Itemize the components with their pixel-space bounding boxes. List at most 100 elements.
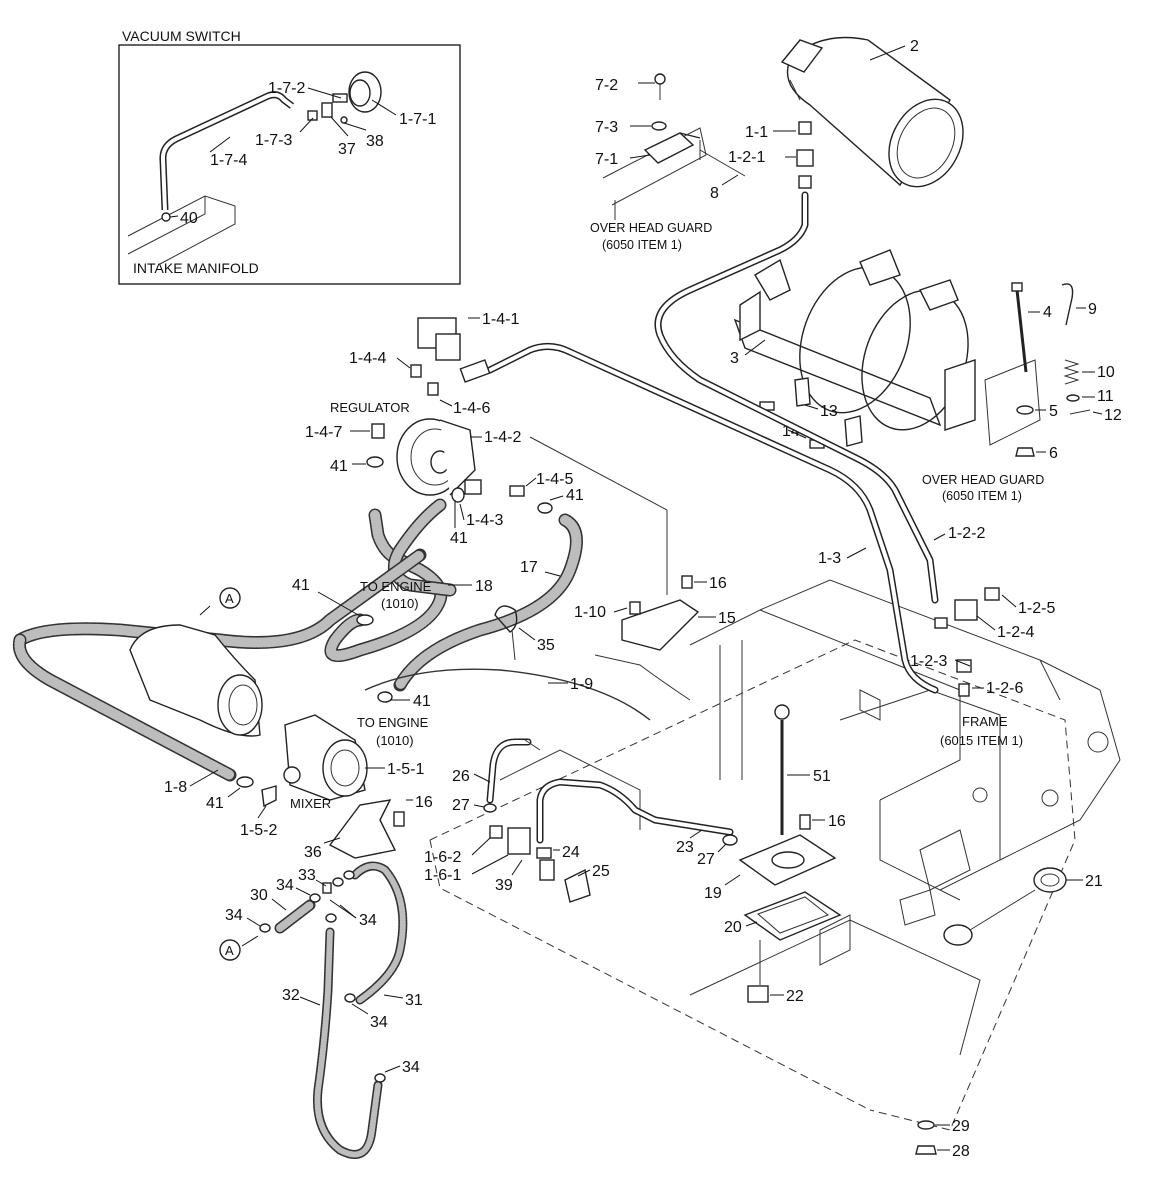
callout-1-4-3: 1-4-3 [466, 512, 503, 529]
callout-23: 23 [676, 839, 694, 856]
control-bracket: 1-10 16 15 35 [494, 575, 736, 701]
callout-2: 2 [910, 38, 919, 55]
callout-1-7-3: 1-7-3 [255, 132, 292, 149]
callout-34-d: 34 [370, 1014, 388, 1031]
callout-16-a: 16 [709, 575, 727, 592]
mixer-assembly: 1-5-1 1-5-2 MIXER 41 TO ENGINE (1010) 36… [240, 668, 651, 861]
callout-13: 13 [820, 403, 838, 420]
callout-1-4-5: 1-4-5 [536, 471, 573, 488]
callout-1-1: 1-1 [745, 124, 768, 141]
mixer-caption: MIXER [290, 796, 331, 811]
callout-39: 39 [495, 877, 513, 894]
callout-41-a: 41 [330, 458, 348, 475]
callout-25: 25 [592, 863, 610, 880]
callout-34-c: 34 [359, 912, 377, 929]
frame-item-caption: (6015 ITEM 1) [940, 733, 1023, 748]
callout-40: 40 [180, 210, 198, 227]
callout-32: 32 [282, 987, 300, 1004]
callout-11: 11 [1097, 388, 1114, 405]
callout-1-4-1: 1-4-1 [482, 311, 519, 328]
ohg-caption-1: OVER HEAD GUARD [590, 221, 712, 235]
callout-1-3: 1-3 [818, 550, 841, 567]
callout-1-4-7: 1-4-7 [305, 424, 342, 441]
callout-41-f: 41 [413, 693, 431, 710]
callout-1-8: 1-8 [164, 779, 187, 796]
callout-9: 9 [1088, 301, 1097, 318]
regulator-caption: REGULATOR [330, 400, 410, 415]
callout-1-9: 1-9 [570, 676, 593, 693]
callout-19: 19 [704, 885, 722, 902]
callout-27-b: 27 [697, 851, 715, 868]
vent-hoses-group: A 30 34 34 33 34 32 31 34 34 [219, 861, 423, 1159]
callout-30: 30 [250, 887, 268, 904]
callout-1-2-2: 1-2-2 [948, 525, 985, 542]
callout-8: 8 [710, 185, 719, 202]
callout-20: 20 [724, 919, 742, 936]
callout-1-6-1: 1-6-1 [424, 867, 461, 884]
callout-1-7-2: 1-7-2 [268, 80, 305, 97]
callout-7-3: 7-3 [595, 119, 618, 136]
callout-1-7-1: 1-7-1 [399, 111, 436, 128]
callout-16-b: 16 [415, 794, 433, 811]
callout-7-1: 7-1 [595, 151, 618, 168]
callout-37: 37 [338, 141, 356, 158]
callout-17: 17 [520, 559, 538, 576]
callout-1-7-4: 1-7-4 [210, 152, 247, 169]
callout-12: 12 [1104, 407, 1122, 424]
hoses: 41 TO ENGINE (1010) 18 17 A 1-8 41 [12, 498, 583, 812]
callout-38: 38 [366, 133, 384, 150]
callout-1-4-4: 1-4-4 [349, 350, 386, 367]
callout-1-2-1: 1-2-1 [728, 149, 765, 166]
callout-51: 51 [813, 768, 831, 785]
callout-1-4-6: 1-4-6 [453, 400, 490, 417]
callout-16-c: 16 [828, 813, 846, 830]
callout-3: 3 [730, 350, 739, 367]
frame-caption: FRAME [962, 714, 1008, 729]
callout-22: 22 [786, 988, 804, 1005]
to-engine-caption-2: TO ENGINE [357, 715, 429, 730]
callout-41-b: 41 [566, 487, 584, 504]
intake-manifold-caption: INTAKE MANIFOLD [133, 260, 259, 276]
callout-33: 33 [298, 867, 316, 884]
engine-ref-caption-2: (1010) [376, 733, 414, 748]
callout-26: 26 [452, 768, 470, 785]
engine-ref-caption-1: (1010) [381, 596, 419, 611]
lpg-tank: 2 1-1 1-2-1 [728, 36, 964, 189]
callout-35: 35 [537, 637, 555, 654]
vacuum-switch-inset: VACUUM SWITCH INTAKE MANIFOLD 1-7-2 1-7-… [118, 28, 461, 285]
callout-1-5-2: 1-5-2 [240, 822, 277, 839]
vacuum-switch-caption: VACUUM SWITCH [122, 28, 241, 44]
circle-a-label-1: A [225, 591, 234, 606]
callout-34-a: 34 [225, 907, 243, 924]
callout-15: 15 [718, 610, 736, 627]
tank-sender-group: 51 16 19 20 22 [704, 704, 846, 1005]
callout-28: 28 [952, 1143, 970, 1160]
callout-1-2-4: 1-2-4 [997, 624, 1034, 641]
callout-1-2-3: 1-2-3 [910, 653, 947, 670]
circle-a-label-2: A [225, 943, 234, 958]
callout-5: 5 [1049, 403, 1058, 420]
overhead-guard-bracket-group: 7-2 7-3 7-1 8 OVER HEAD GUARD (6050 ITEM… [590, 73, 746, 252]
tank-bracket: 3 4 9 10 11 12 5 6 OVER HEAD GUARD (6050… [730, 249, 1122, 503]
high-pressure-lines: 1-3 1-2-2 1-2-5 1-2-4 1-2-3 1-2-6 [486, 191, 1055, 697]
callout-34-e: 34 [402, 1059, 420, 1076]
callout-31: 31 [405, 992, 423, 1009]
callout-1-2-5: 1-2-5 [1018, 600, 1055, 617]
to-engine-caption-1: TO ENGINE [360, 579, 432, 594]
drain-group: 29 28 [915, 1118, 970, 1160]
callout-7-2: 7-2 [595, 77, 618, 94]
callout-41-e: 41 [206, 795, 224, 812]
regulator-assembly: 1-4-1 1-4-4 1-4-6 REGULATOR 1-4-7 1-4-2 … [305, 311, 668, 595]
callout-36: 36 [304, 844, 322, 861]
callout-34-b: 34 [276, 877, 294, 894]
callout-24: 24 [562, 844, 580, 861]
callout-41-d: 41 [292, 577, 310, 594]
callout-1-6-2: 1-6-2 [424, 849, 461, 866]
fuel-filter-group: 26 27 1-6-2 24 1-6-1 39 25 23 27 [424, 738, 738, 903]
callout-27-a: 27 [452, 797, 470, 814]
callout-29: 29 [952, 1118, 970, 1135]
ohg-item-caption-2: (6050 ITEM 1) [942, 489, 1022, 503]
ohg-item-caption-1: (6050 ITEM 1) [602, 238, 682, 252]
callout-18: 18 [475, 578, 493, 595]
callout-1-5-1: 1-5-1 [387, 761, 424, 778]
